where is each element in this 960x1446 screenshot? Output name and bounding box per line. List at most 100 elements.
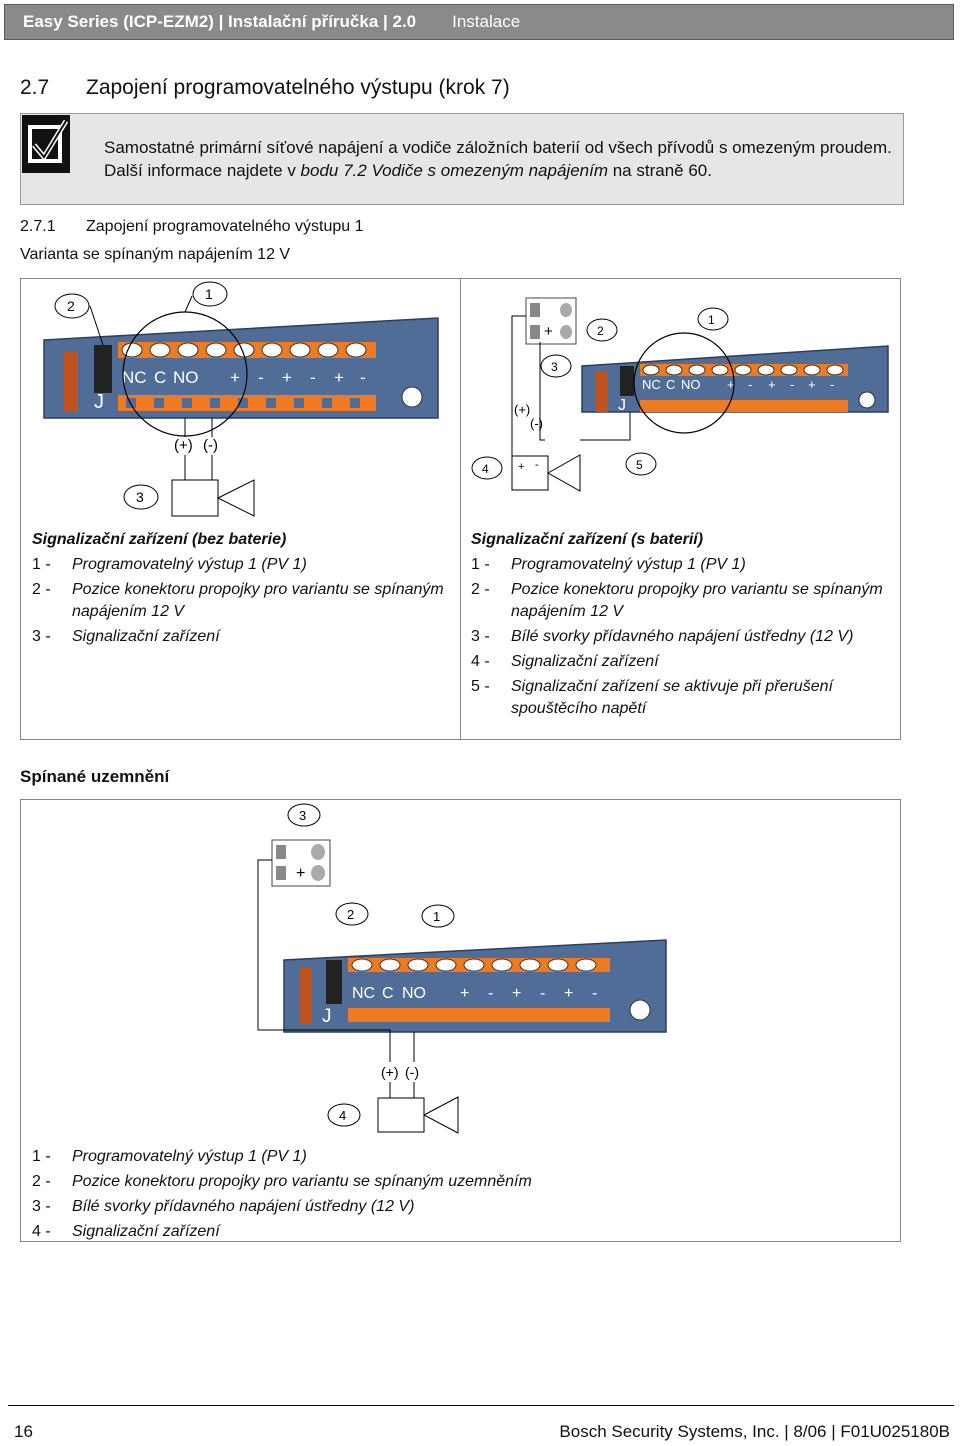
item-number: 1 - — [32, 556, 51, 573]
item-number: 2 - — [32, 1173, 51, 1190]
list-item: 5 -Signalizační zařízení se aktivuje při… — [471, 676, 891, 720]
right-siren-minus: - — [535, 459, 539, 471]
bottom-term-c: C — [382, 985, 394, 1002]
page-number: 16 — [14, 1422, 33, 1441]
header-title: Easy Series (ICP-EZM2) | Instalační přír… — [23, 12, 417, 31]
right-callout-5: 5 — [636, 458, 643, 472]
right-aux-plus: + — [544, 323, 553, 340]
right-term-minus-2: - — [790, 377, 794, 392]
left-term-minus-2: - — [310, 368, 316, 387]
item-text: Pozice konektoru propojky pro variantu s… — [72, 1173, 532, 1190]
header-section: Instalace — [452, 12, 521, 31]
bottom-jumper-label: J — [322, 1006, 332, 1027]
item-text: Signalizační zařízení — [72, 1223, 220, 1240]
note-box — [20, 113, 904, 205]
section-number: 2.7 — [20, 76, 50, 99]
bottom-callout-3: 3 — [299, 808, 306, 823]
right-caption: Signalizační zařízení (s baterií) 1 -Pro… — [471, 529, 891, 720]
bottom-term-plus-2: + — [512, 985, 521, 1002]
right-caption-title: Signalizační zařízení (s baterií) — [471, 531, 704, 548]
item-text: Signalizační zařízení — [511, 653, 659, 670]
left-term-c: C — [154, 368, 166, 387]
list-item: 4 -Signalizační zařízení — [32, 1221, 892, 1243]
left-caption-title: Signalizační zařízení (bez baterie) — [32, 531, 287, 548]
right-callout-3: 3 — [551, 360, 558, 374]
bottom-term-minus-3: - — [592, 985, 597, 1002]
right-control-board: J NC C NO + - + - + - + (+) (-) + - 2 1 … — [471, 297, 889, 492]
running-header: Easy Series (ICP-EZM2) | Instalační přír… — [4, 4, 954, 40]
right-callout-2: 2 — [597, 324, 604, 338]
right-siren-box — [511, 455, 549, 491]
left-jumper-connector — [94, 345, 112, 393]
list-item: 3 - Signalizační zařízení — [32, 626, 452, 648]
subsection-number: 2.7.1 — [20, 218, 56, 235]
right-term-minus-1: - — [748, 377, 752, 392]
bottom-minus-label: (-) — [405, 1064, 419, 1080]
left-callout-1: 1 — [205, 286, 213, 302]
right-jumper-label: J — [618, 397, 626, 414]
left-term-minus-1: - — [258, 368, 264, 387]
right-term-plus-3: + — [808, 377, 816, 392]
left-callout-3: 3 — [136, 489, 144, 505]
item-text: Signalizační zařízení — [72, 628, 220, 645]
right-term-minus-3: - — [830, 377, 834, 392]
note-text-end: na straně 60. — [608, 161, 712, 180]
list-item: 2 -Pozice konektoru propojky pro variant… — [32, 579, 452, 623]
bottom-callout-4: 4 — [339, 1108, 346, 1123]
left-term-plus-1: + — [230, 368, 240, 387]
left-siren-box — [171, 479, 219, 517]
left-siren-horn-icon — [216, 479, 255, 517]
left-plus-label: (+) — [174, 437, 193, 454]
bottom-caption: 1 - Programovatelný výstup 1 (PV 1) 2 - Po… — [32, 1143, 892, 1243]
left-caption: Signalizační zařízení (bez baterie) 1 -P… — [32, 529, 452, 648]
bottom-term-plus-1: + — [460, 985, 469, 1002]
left-minus-label: (-) — [203, 437, 218, 454]
bottom-aux-plus: + — [296, 865, 305, 882]
variant-label: Varianta se spínaným napájením 12 V — [20, 246, 291, 263]
switched-ground-heading: Spínané uzemnění — [20, 767, 170, 786]
list-item: 1 - Programovatelný výstup 1 (PV 1) — [32, 1146, 892, 1168]
right-term-c: C — [666, 377, 675, 392]
bottom-term-no: NO — [402, 985, 426, 1002]
item-number: 3 - — [32, 1198, 51, 1215]
list-item: 4 -Signalizační zařízení — [471, 651, 891, 673]
right-term-plus-1: + — [727, 377, 735, 392]
note-text-part: Samostatné primární síťové napájení a vo… — [104, 138, 892, 180]
right-plus-label: (+) — [514, 402, 530, 417]
item-number: 1 - — [471, 556, 490, 573]
item-text: Bílé svorky přídavného napájení ústředny… — [511, 628, 854, 645]
bottom-siren-horn-icon — [422, 1096, 459, 1134]
right-callout-1: 1 — [708, 313, 715, 327]
item-number: 2 - — [471, 581, 490, 598]
list-item: 2 - Pozice konektoru propojky pro variant… — [471, 579, 891, 623]
right-term-plus-2: + — [768, 377, 776, 392]
footer-publisher: Bosch Security Systems, Inc. | 8/06 | F0… — [559, 1422, 950, 1441]
bottom-plus-label: (+) — [381, 1064, 399, 1080]
bottom-callout-1: 1 — [433, 909, 440, 924]
list-item: 1 -Programovatelný výstup 1 (PV 1) — [471, 554, 891, 576]
left-term-plus-2: + — [282, 368, 292, 387]
item-number: 1 - — [32, 1148, 51, 1165]
item-text: Programovatelný výstup 1 (PV 1) — [72, 1148, 307, 1165]
bottom-term-nc: NC — [352, 985, 375, 1002]
right-term-no: NO — [681, 377, 701, 392]
bottom-callout-2: 2 — [347, 907, 354, 922]
item-number: 3 - — [32, 628, 51, 645]
item-text: Pozice konektoru propojky pro variantu s… — [511, 581, 883, 620]
item-number: 3 - — [471, 628, 490, 645]
note-reference: bodu 7.2 Vodiče s omezeným napájením — [300, 161, 608, 180]
bottom-term-minus-1: - — [488, 985, 493, 1002]
left-control-board: J NC C NO + - + - + - (+) (-) 2 1 3 — [43, 281, 439, 517]
left-term-plus-3: + — [334, 368, 344, 387]
right-minus-label: (-) — [530, 416, 543, 431]
item-text: Bílé svorky přídavného napájení ústředny… — [72, 1198, 415, 1215]
list-item: 3 - Bílé svorky přídavného napájení ústře… — [32, 1196, 892, 1218]
left-term-minus-3: - — [360, 368, 366, 387]
right-siren-plus: + — [518, 461, 524, 473]
bottom-siren-box — [377, 1097, 425, 1133]
left-callout-2: 2 — [67, 298, 75, 314]
left-jumper-post — [64, 352, 78, 412]
item-number: 5 - — [471, 678, 490, 695]
